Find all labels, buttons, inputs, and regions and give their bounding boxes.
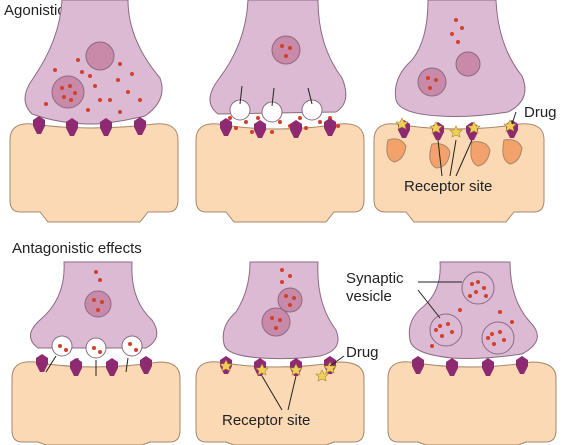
receptor-site-label-bottom: Receptor site bbox=[222, 412, 311, 429]
postsynaptic-terminal bbox=[387, 361, 557, 445]
synaptic-vesicle-label: Synaptic vesicle bbox=[346, 270, 404, 305]
panel-agonist-drug bbox=[373, 0, 545, 223]
postsynaptic-terminal bbox=[373, 123, 545, 223]
synaptic-vesicle bbox=[51, 75, 85, 109]
drug-label-top: Drug bbox=[524, 104, 557, 121]
drug-label-bottom: Drug bbox=[346, 344, 379, 361]
panel-antagonist-blocked-release bbox=[387, 261, 557, 445]
panel-antagonist-drug bbox=[195, 261, 365, 445]
receptor-site-label-top: Receptor site bbox=[404, 178, 493, 195]
postsynaptic-terminal bbox=[9, 123, 179, 223]
panel-agonist-release bbox=[195, 0, 365, 223]
panel-agonist-normal bbox=[9, 0, 179, 223]
synaptic-vesicle bbox=[85, 41, 115, 71]
antagonistic-heading: Antagonistic effects bbox=[12, 240, 142, 257]
panel-antagonist-vesicles bbox=[11, 261, 181, 445]
postsynaptic-terminal bbox=[11, 361, 181, 445]
receptor-row bbox=[33, 116, 146, 136]
postsynaptic-terminal bbox=[195, 123, 365, 223]
presynaptic-terminal bbox=[408, 261, 538, 359]
postsynaptic-terminal bbox=[195, 361, 365, 445]
